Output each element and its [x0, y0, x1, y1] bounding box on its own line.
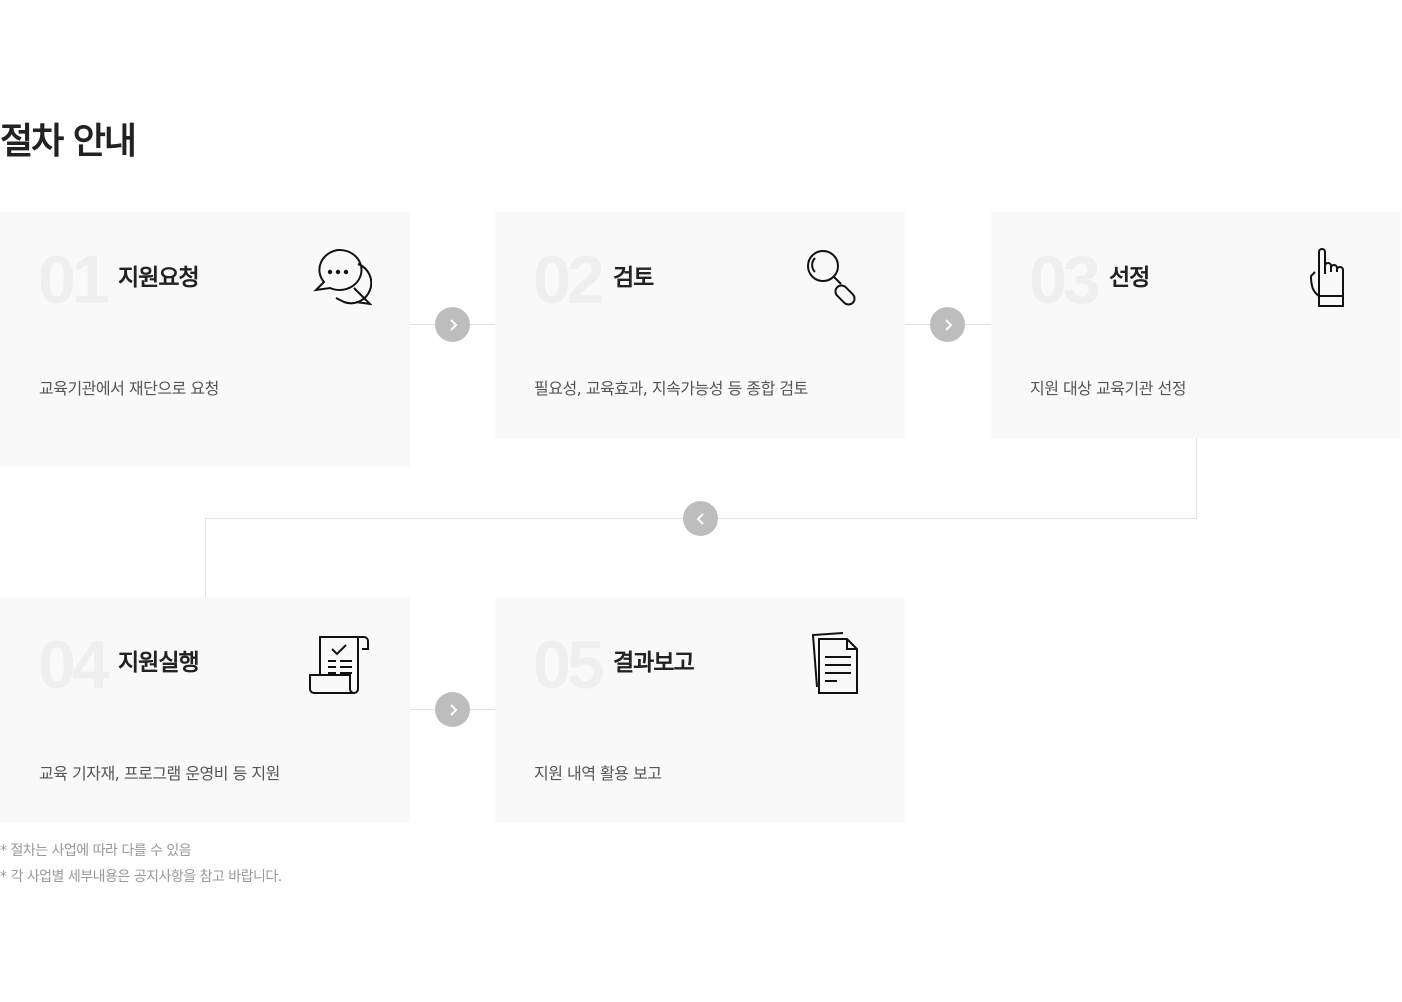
step-card-5: 05 결과보고 지원 내역 활용 보고 [495, 597, 905, 822]
documents-icon [811, 632, 858, 694]
connector-line [1196, 438, 1197, 518]
page-title: 절차 안내 [0, 121, 137, 162]
step-number: 02 [533, 242, 605, 318]
step-number: 05 [533, 627, 605, 703]
step-desc: 지원 대상 교육기관 선정 [1030, 379, 1186, 398]
step-card-1: 01 지원요청 교육기관에서 재단으로 요청 [0, 212, 410, 467]
step-desc: 교육 기자재, 프로그램 운영비 등 지원 [39, 764, 280, 783]
step-title: 지원실행 [118, 650, 200, 676]
step-card-3: 03 선정 지원 대상 교육기관 선정 [991, 212, 1401, 438]
step-desc: 지원 내역 활용 보고 [534, 764, 662, 783]
note: * 절차는 사업에 따라 다를 수 있음 [0, 843, 192, 859]
speech-bubbles-icon [313, 248, 372, 306]
step-title: 지원요청 [118, 265, 200, 291]
step-number: 04 [38, 627, 110, 703]
step-desc: 교육기관에서 재단으로 요청 [39, 379, 219, 398]
step-card-4: 04 지원실행 교육 기자재, 프로그램 운영비 등 지원 [0, 597, 410, 822]
notes: * 절차는 사업에 따라 다를 수 있음 * 각 사업별 세부내용은 공지사항을… [0, 838, 282, 890]
checklist-scroll-icon [309, 636, 369, 694]
step-title: 검토 [613, 265, 654, 291]
magnifier-icon [807, 250, 856, 306]
step-desc: 필요성, 교육효과, 지속가능성 등 종합 검토 [534, 379, 808, 398]
step-title: 선정 [1109, 265, 1150, 291]
pointing-hand-icon [1309, 248, 1344, 307]
next-arrow-button [435, 692, 470, 727]
next-arrow-button [930, 307, 965, 342]
note: * 각 사업별 세부내용은 공지사항을 참고 바랍니다. [0, 869, 282, 885]
step-card-2: 02 검토 필요성, 교육효과, 지속가능성 등 종합 검토 [495, 212, 905, 438]
step-number: 03 [1029, 242, 1101, 318]
connector-line [205, 518, 206, 597]
prev-arrow-button [683, 501, 718, 536]
step-title: 결과보고 [613, 650, 695, 676]
step-number: 01 [38, 242, 110, 318]
next-arrow-button [435, 307, 470, 342]
